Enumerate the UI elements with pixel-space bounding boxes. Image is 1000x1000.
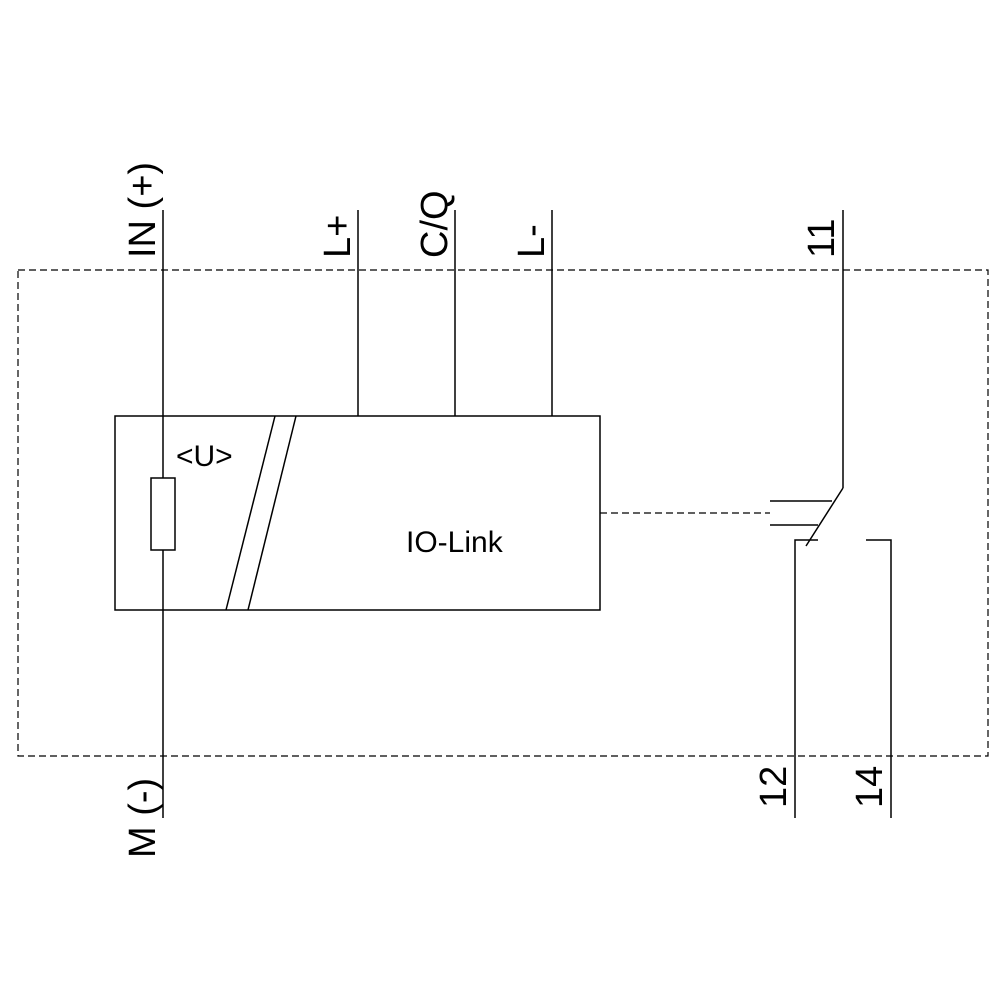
device-enclosure [17, 269, 989, 757]
terminal-label-l-plus: L+ [317, 215, 359, 258]
contact-12-wire [794, 539, 818, 818]
block-separator-1 [225, 415, 276, 611]
terminal-label-m-minus: M (-) [122, 778, 164, 858]
block-separator-2 [247, 415, 297, 611]
terminal-label-12: 12 [753, 766, 795, 808]
contact-14-wire [866, 539, 892, 818]
terminal-label-in-plus: IN (+) [122, 162, 164, 258]
contact-blade [805, 487, 844, 547]
resistor-symbol [150, 477, 176, 551]
terminal-label-11: 11 [801, 219, 843, 258]
iolink-label: IO-Link [406, 526, 504, 559]
terminal-label-l-minus: L- [511, 224, 553, 258]
terminal-label-14: 14 [849, 766, 891, 808]
voltage-label: <U> [176, 440, 233, 473]
terminal-label-cq: C/Q [414, 190, 456, 258]
